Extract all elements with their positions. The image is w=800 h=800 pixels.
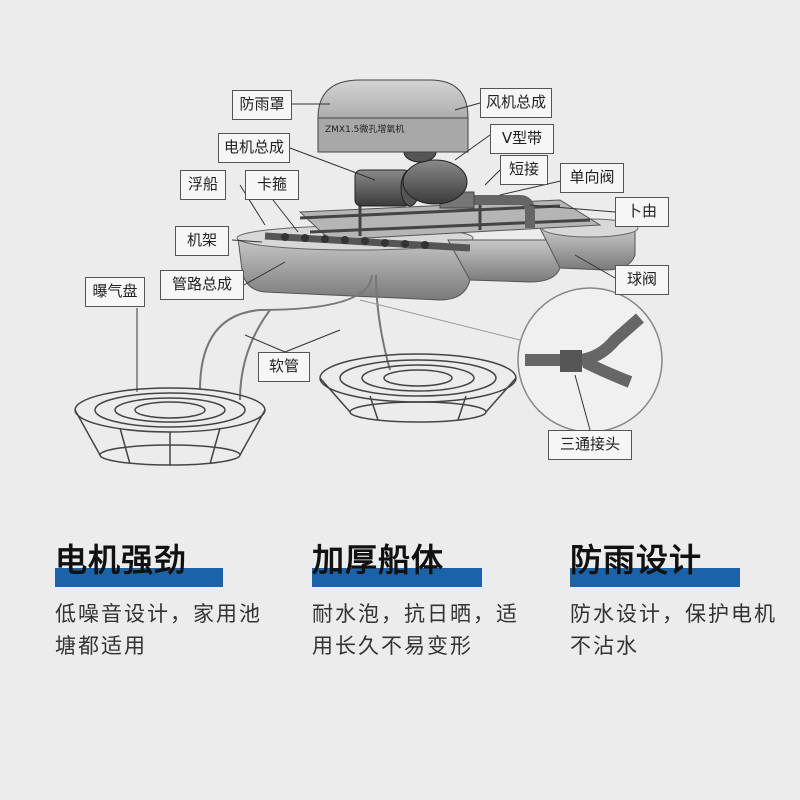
feature-desc: 低噪音设计，家用池塘都适用 bbox=[55, 602, 262, 658]
feature-hull: 加厚船体 耐水泡，抗日晒，适用长久不易变形 bbox=[312, 538, 552, 662]
float-boats bbox=[236, 199, 639, 301]
feature-title: 防雨设计 bbox=[570, 541, 703, 579]
feature-bar bbox=[570, 568, 740, 587]
hoses bbox=[199, 274, 521, 401]
label-elbow: 卜由 bbox=[615, 197, 669, 227]
label-hose: 软管 bbox=[258, 352, 310, 382]
aeration-disc-middle bbox=[319, 353, 517, 423]
leader-lines bbox=[136, 102, 616, 431]
label-frame: 机架 bbox=[175, 226, 229, 256]
feature-motor: 电机强劲 低噪音设计，家用池塘都适用 bbox=[55, 538, 295, 662]
label-pipe-assembly: 管路总成 bbox=[160, 270, 244, 300]
feature-title: 加厚船体 bbox=[312, 541, 445, 579]
label-ball-valve: 球阀 bbox=[615, 265, 669, 295]
label-v-belt: V型带 bbox=[490, 124, 554, 154]
label-clamp: 卡箍 bbox=[245, 170, 299, 200]
frame bbox=[299, 196, 591, 236]
aeration-disc-left bbox=[74, 387, 266, 466]
label-float-boat: 浮船 bbox=[180, 170, 226, 200]
feature-bar bbox=[55, 568, 223, 587]
label-aeration-disc: 曝气盘 bbox=[85, 277, 145, 307]
label-motor-assembly: 电机总成 bbox=[218, 133, 290, 163]
tee-joint-detail bbox=[517, 287, 663, 433]
label-rain-cover: 防雨罩 bbox=[232, 90, 292, 120]
label-short-joint: 短接 bbox=[500, 155, 548, 185]
aerator-diagram: ZMX1.5微孔增氧机 bbox=[74, 79, 663, 466]
device-plate: ZMX1.5微孔增氧机 bbox=[325, 123, 404, 135]
feature-rainproof: 防雨设计 防水设计，保护电机不沾水 bbox=[570, 538, 800, 662]
label-check-valve: 单向阀 bbox=[560, 163, 624, 193]
feature-desc: 耐水泡，抗日晒，适用长久不易变形 bbox=[312, 602, 519, 658]
feature-bar bbox=[312, 568, 482, 587]
rain-cover: ZMX1.5微孔增氧机 bbox=[317, 79, 469, 153]
pipe-assembly bbox=[264, 191, 535, 252]
label-tee-joint: 三通接头 bbox=[548, 430, 632, 460]
feature-desc: 防水设计，保护电机不沾水 bbox=[570, 602, 777, 658]
label-fan-assembly: 风机总成 bbox=[480, 88, 552, 118]
feature-title: 电机强劲 bbox=[55, 541, 188, 579]
